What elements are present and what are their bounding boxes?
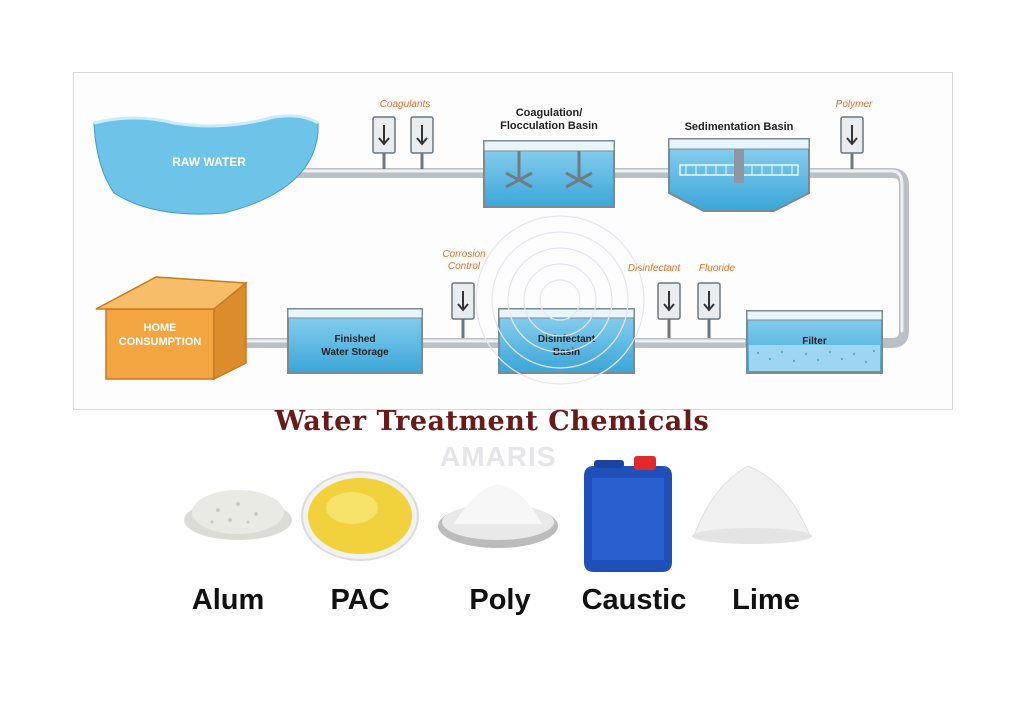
product-label-alum: Alum bbox=[191, 584, 265, 616]
product-label-pac: PAC bbox=[330, 584, 390, 616]
disinfectant-basin-label: Disinfectant Basin bbox=[537, 334, 596, 358]
product-label-caustic: Caustic bbox=[581, 584, 687, 616]
pac-powder-image bbox=[301, 471, 419, 561]
finished-water-storage-label: Finished Water Storage bbox=[321, 334, 389, 358]
polymer-label: Polymer bbox=[835, 99, 873, 110]
caustic-drum-image bbox=[584, 456, 672, 572]
lime-powder-image bbox=[692, 465, 812, 544]
product-label-lime: Lime bbox=[732, 584, 800, 616]
water-treatment-process-diagram: RAW WATER Coagulants Coagulation/ Floccu… bbox=[73, 72, 953, 410]
process-diagram-graphics bbox=[93, 114, 909, 381]
watermark-logo-text: AMARIS bbox=[440, 441, 557, 472]
polymer-feeder bbox=[840, 116, 864, 169]
disinfectant-feeder bbox=[657, 282, 681, 338]
raw-water-label: RAW WATER bbox=[172, 155, 246, 169]
corrosion-control-feeder bbox=[451, 282, 475, 338]
finished-water-storage-tank bbox=[287, 308, 423, 374]
sedimentation-basin-tank bbox=[668, 138, 810, 212]
corrosion-control-label: Corrosion Control bbox=[442, 249, 486, 272]
alum-powder-image bbox=[184, 490, 292, 540]
coagulation-basin-label: Coagulation/ Flocculation Basin bbox=[500, 107, 598, 132]
filter-tank bbox=[746, 310, 883, 374]
coagulant-feeder-2 bbox=[410, 116, 434, 169]
disinfectant-label: Disinfectant bbox=[627, 263, 681, 274]
page-title: Water Treatment Chemicals bbox=[274, 406, 710, 437]
filter-label: Filter bbox=[802, 336, 827, 347]
poly-powder-image bbox=[438, 484, 558, 548]
home-consumption-house bbox=[95, 276, 248, 381]
coagulation-basin-tank bbox=[483, 140, 615, 208]
coagulants-label: Coagulants bbox=[379, 99, 431, 110]
chemical-feeders bbox=[372, 116, 864, 338]
sedimentation-basin-label: Sedimentation Basin bbox=[684, 121, 794, 133]
fluoride-label: Fluoride bbox=[698, 263, 736, 274]
product-label-poly: Poly bbox=[469, 584, 531, 616]
fluoride-feeder bbox=[697, 282, 721, 338]
coagulant-feeder-1 bbox=[372, 116, 396, 169]
home-consumption-label: HOME CONSUMPTION bbox=[118, 322, 202, 348]
